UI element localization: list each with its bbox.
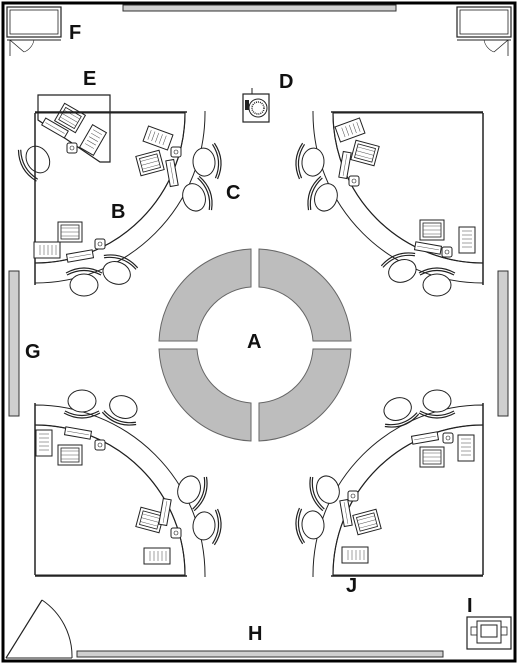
window-left [8, 270, 20, 417]
workstation-pod-top-right [293, 110, 484, 297]
label-j: J [346, 575, 358, 597]
cabinet-top-left [6, 6, 62, 56]
desk-e [13, 94, 111, 185]
label-b: B [111, 201, 126, 223]
cabinet-top-right [456, 6, 512, 56]
workstation-device [466, 616, 512, 650]
window-right [497, 270, 509, 417]
workstation-pod-j [293, 389, 484, 578]
round-table [158, 248, 352, 442]
label-i: I [467, 595, 473, 617]
copier-device [242, 88, 270, 123]
label-c: C [226, 182, 241, 204]
label-h: H [248, 623, 263, 645]
door-bottom-left [5, 599, 73, 659]
workstation-pod-b [33, 110, 224, 297]
window-bottom [76, 650, 444, 658]
label-e: E [83, 68, 97, 90]
window-top [122, 4, 397, 12]
label-f: F [69, 22, 82, 44]
label-g: G [25, 341, 41, 363]
label-d: D [279, 71, 294, 93]
label-a: A [247, 331, 262, 353]
